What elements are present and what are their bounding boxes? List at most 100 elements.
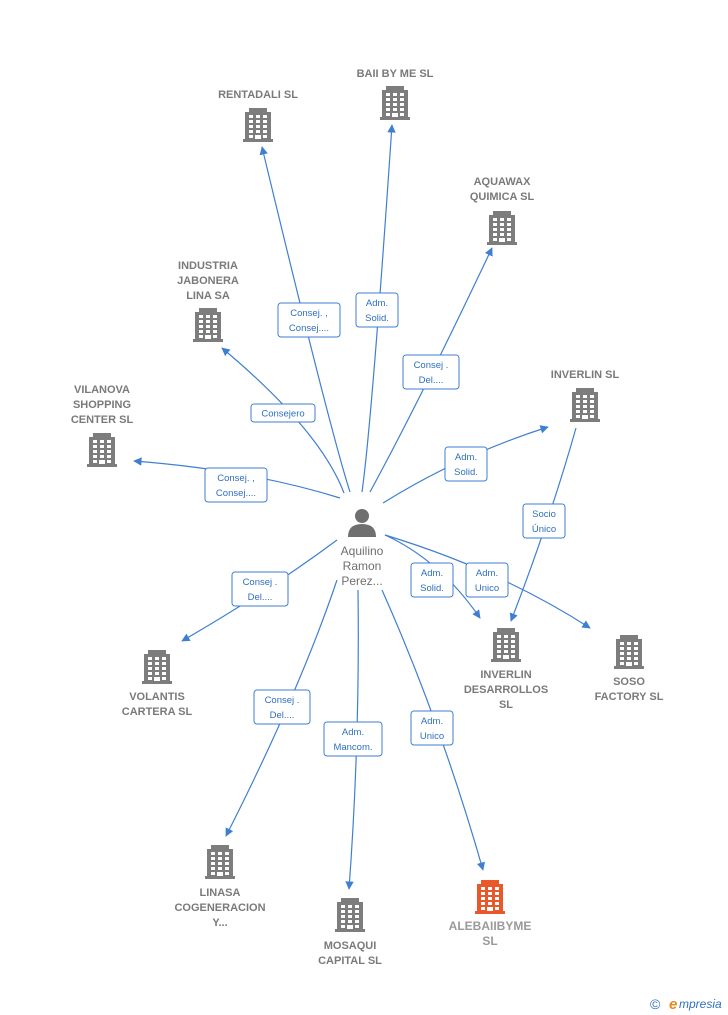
edge-label-text: Socio <box>532 509 556 520</box>
edge-label-box <box>402 354 460 390</box>
edge-label-text: Adm. <box>366 298 388 309</box>
edge-label-box <box>204 467 268 503</box>
node-label: FACTORY SL <box>595 691 664 703</box>
edge-label-text: Del.... <box>270 710 295 721</box>
edge-label-box <box>355 292 399 328</box>
node-label: COGENERACION <box>174 902 265 914</box>
edge-label-text: Único <box>532 524 556 535</box>
edge-label-baii-by-me[interactable]: Adm. Solid. <box>355 292 399 328</box>
node-label: AQUAWAX <box>474 176 532 188</box>
edge-label-soso-factory[interactable]: Adm. Unico <box>465 562 509 598</box>
edge-label-text: Unico <box>475 583 499 594</box>
node-label: SOSO <box>613 676 645 688</box>
node-label: Y... <box>212 917 227 929</box>
edge-label-text: Unico <box>420 731 444 742</box>
building-icon <box>243 108 273 142</box>
node-label: CARTERA SL <box>122 706 193 718</box>
brand-name: mpresia <box>679 997 722 1011</box>
edge-label-box <box>323 721 383 757</box>
edge-label-text: Consej. , <box>217 473 255 484</box>
node-label: JABONERA <box>177 275 239 287</box>
edge-label-aquawax[interactable]: Consej .Del.... <box>402 354 460 390</box>
building-icon <box>491 628 521 662</box>
center-person[interactable]: AquilinoRamonPerez... <box>341 509 384 588</box>
building-icon <box>142 650 172 684</box>
node-label: RENTADALI SL <box>218 89 298 101</box>
edge-label-text: Adm. <box>421 568 443 579</box>
edge-label-text: Adm. <box>342 727 364 738</box>
edge-label-text: Consejero <box>261 409 304 420</box>
node-label: CENTER SL <box>71 414 134 426</box>
building-icon <box>205 845 235 879</box>
node-label: LINA SA <box>186 290 230 302</box>
edge-label-text: Adm. <box>421 716 443 727</box>
edge-label-text: Consej.... <box>289 323 329 334</box>
brand-initial: e <box>669 996 677 1013</box>
edge-label-text: Adm. <box>455 452 477 463</box>
person-label: Perez... <box>341 574 382 588</box>
node-baii-by-me[interactable]: BAII BY ME SL <box>357 68 434 120</box>
node-label: LINASA <box>200 887 241 899</box>
edge-label-inverlin[interactable]: Adm. Solid. <box>444 446 488 482</box>
edges-layer <box>133 124 591 890</box>
edge-label-box <box>410 562 454 598</box>
node-label: INVERLIN <box>480 669 531 681</box>
edge-label-box <box>253 689 311 725</box>
edge-label-text: Consej . <box>265 695 300 706</box>
node-label: QUIMICA SL <box>470 191 535 203</box>
edge-label-rentadali[interactable]: Consej. , Consej.... <box>277 302 341 338</box>
node-volantis[interactable]: VOLANTIS CARTERA SL <box>122 650 193 718</box>
edge-label-inverlin-desarrollos[interactable]: Adm.Solid. <box>410 562 454 598</box>
node-label: VOLANTIS <box>129 691 185 703</box>
copyright-symbol: © <box>650 996 661 1012</box>
edge-to-rentadali <box>259 146 351 493</box>
node-inverlin-desarrollos[interactable]: INVERLIN DESARROLLOS SL <box>464 628 548 711</box>
edge-label-box <box>250 403 316 423</box>
edge-label-text: Solid. <box>454 467 478 478</box>
node-label: ALEBAIIBYME <box>449 919 532 933</box>
node-label: BAII BY ME SL <box>357 68 434 80</box>
person-label: Aquilino <box>341 544 384 558</box>
edge-label-industria-jabonera[interactable]: Consejero <box>250 403 316 423</box>
edge-label-text: Consej. , <box>290 308 328 319</box>
edge-label-text: Consej . <box>414 360 449 371</box>
edge-label-box <box>231 571 289 607</box>
edge-label-text: Adm. <box>476 568 498 579</box>
building-icon <box>614 635 644 669</box>
edge-label-mosaqui[interactable]: Adm. Mancom. <box>323 721 383 757</box>
edge-label-volantis[interactable]: Consej .Del.... <box>231 571 289 607</box>
node-label: CAPITAL SL <box>318 955 382 967</box>
edge-label-text: Solid. <box>365 313 389 324</box>
edge-label-text: Consej.... <box>216 488 256 499</box>
edge-label-alebaiibyme[interactable]: Adm. Unico <box>410 710 454 746</box>
node-label: VILANOVA <box>74 384 130 396</box>
building-icon <box>380 86 410 120</box>
node-aquawax[interactable]: AQUAWAX QUIMICA SL <box>470 176 535 245</box>
node-label: INVERLIN SL <box>551 369 620 381</box>
edge-label-box <box>444 446 488 482</box>
edge-label-box <box>410 710 454 746</box>
edge-label-text: Mancom. <box>333 742 372 753</box>
edge-labels-layer: Consej. , Consej.... Adm. Solid. Consej . Del… <box>204 292 566 757</box>
node-inverlin[interactable]: INVERLIN SL <box>551 369 620 422</box>
edge-label-linasa[interactable]: Consej . Del.... <box>253 689 311 725</box>
building-icon <box>335 898 365 932</box>
person-label: Ramon <box>343 559 382 573</box>
node-linasa[interactable]: LINASA COGENERACION Y... <box>174 845 266 929</box>
node-soso-factory[interactable]: SOSO FACTORY SL <box>595 635 664 703</box>
edge-label-box <box>522 503 566 539</box>
edge-label-vilanova[interactable]: Consej. , Consej.... <box>204 467 268 503</box>
edge-to-industria-jabonera <box>221 347 345 494</box>
person-icon <box>348 509 376 537</box>
edge-label-text: Del.... <box>248 592 273 603</box>
node-label: SL <box>499 699 513 711</box>
node-rentadali[interactable]: RENTADALI SL <box>218 89 298 142</box>
node-label: SL <box>482 934 497 948</box>
node-label: DESARROLLOS <box>464 684 548 696</box>
